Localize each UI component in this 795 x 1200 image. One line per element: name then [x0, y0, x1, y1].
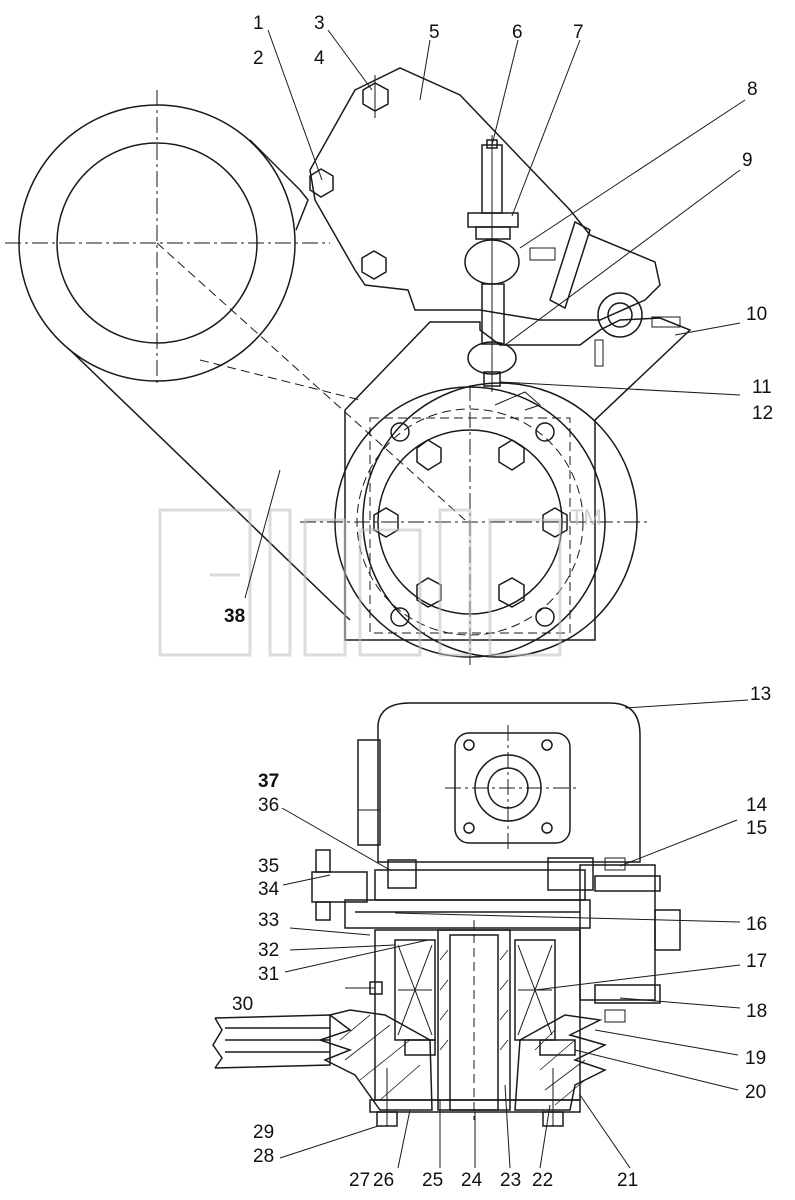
part-label-35: 35	[258, 856, 279, 877]
cover	[377, 702, 641, 863]
part-label-13: 13	[750, 684, 771, 705]
part-label-38: 38	[224, 606, 245, 627]
part-label-30: 30	[232, 994, 253, 1015]
part-label-16: 16	[746, 914, 767, 935]
part-label-20: 20	[745, 1082, 766, 1103]
part-label-23: 23	[500, 1170, 521, 1191]
nut	[467, 212, 519, 228]
part-label-2: 2	[253, 48, 264, 69]
part-label-32: 32	[258, 940, 279, 961]
part-label-19: 19	[745, 1048, 766, 1069]
part-label-27: 27	[349, 1170, 370, 1191]
rod	[357, 739, 381, 846]
bracket-plate	[309, 67, 661, 321]
leader-lines	[244, 29, 749, 1169]
pulley-section-left	[317, 1009, 433, 1111]
part-label-5: 5	[429, 22, 440, 43]
part-label-37: 37	[258, 771, 279, 792]
part-label-28: 28	[253, 1146, 274, 1167]
belt-line	[69, 349, 351, 621]
belt	[214, 1014, 331, 1069]
part-label-21: 21	[617, 1170, 638, 1191]
part-label-31: 31	[258, 964, 279, 985]
part-label-9: 9	[742, 150, 753, 171]
part-label-7: 7	[573, 22, 584, 43]
part-label-1: 1	[253, 13, 264, 34]
watermark-logo: TM	[158, 505, 602, 657]
part-label-25: 25	[422, 1170, 443, 1191]
part-label-22: 22	[532, 1170, 553, 1191]
part-label-12: 12	[752, 403, 773, 424]
part-label-3: 3	[314, 13, 325, 34]
housing	[344, 317, 692, 641]
part-label-36: 36	[258, 795, 279, 816]
part-label-29: 29	[253, 1122, 274, 1143]
upper-view	[5, 67, 692, 665]
part-label-10: 10	[746, 304, 767, 325]
part-label-17: 17	[746, 951, 767, 972]
part-label-4: 4	[314, 48, 325, 69]
part-label-26: 26	[373, 1170, 394, 1191]
part-label-6: 6	[512, 22, 523, 43]
part-label-33: 33	[258, 910, 279, 931]
part-label-24: 24	[461, 1170, 483, 1191]
part-label-14: 14	[746, 795, 768, 816]
part-label-34: 34	[258, 879, 280, 900]
lower-view	[212, 702, 681, 1127]
watermark-trademark: TM	[570, 505, 602, 530]
pulley-section-right	[514, 1014, 608, 1111]
part-numbers: 1 2 3 4 5 6 7 8 9 10 11 12 13 14 15 16 1…	[224, 13, 773, 1191]
part-label-18: 18	[746, 1001, 767, 1022]
part-label-11: 11	[752, 377, 772, 398]
part-label-8: 8	[747, 79, 758, 100]
part-label-15: 15	[746, 818, 767, 839]
flange-ring	[362, 382, 638, 658]
